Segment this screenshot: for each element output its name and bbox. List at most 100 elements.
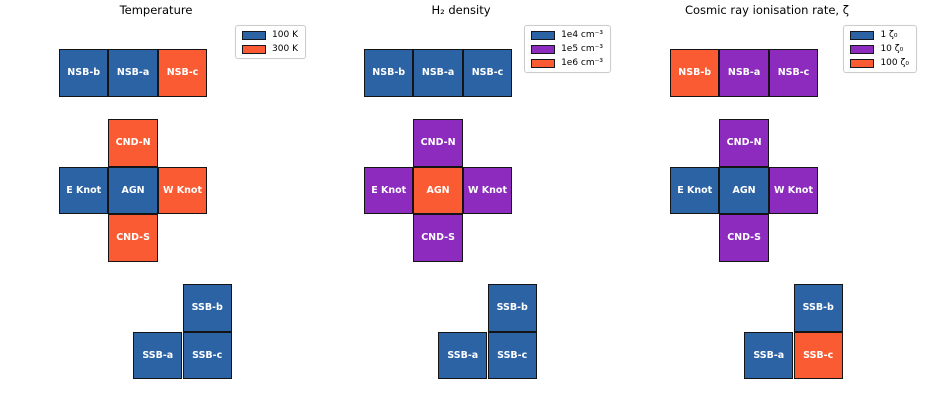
box-agn: AGN bbox=[413, 166, 463, 214]
box-label: CND-S bbox=[421, 232, 455, 244]
box-ssb-b: SSB-b bbox=[793, 284, 843, 332]
box-w-knot: W Knot bbox=[157, 166, 208, 214]
box-ssb-c: SSB-c bbox=[793, 331, 843, 379]
legend-swatch-orange bbox=[850, 58, 875, 68]
box-cnd-n: CND-N bbox=[719, 119, 769, 167]
box-cnd-s: CND-S bbox=[413, 214, 463, 262]
legend-item: 1e4 cm⁻³ bbox=[531, 30, 603, 40]
legend: 1 ζ₀ 10 ζ₀ 100 ζ₀ bbox=[843, 25, 917, 73]
box-label: SSB-b bbox=[802, 302, 834, 314]
box-label: NSB-b bbox=[678, 67, 712, 79]
legend-label: 10 ζ₀ bbox=[880, 44, 904, 54]
box-label: NSB-c bbox=[777, 67, 810, 79]
box-label: W Knot bbox=[468, 184, 507, 196]
box-label: W Knot bbox=[774, 184, 813, 196]
box-label: AGN bbox=[426, 184, 450, 196]
box-ssb-a: SSB-a bbox=[133, 331, 183, 379]
box-e-knot: E Knot bbox=[670, 166, 720, 214]
legend-label: 1e4 cm⁻³ bbox=[561, 30, 603, 40]
legend-swatch-blue bbox=[531, 30, 556, 40]
box-label: NSB-a bbox=[727, 67, 761, 79]
box-nsb-c: NSB-c bbox=[462, 49, 513, 97]
box-label: E Knot bbox=[371, 184, 407, 196]
box-nsb-c: NSB-c bbox=[157, 49, 208, 97]
legend-label: 100 K bbox=[272, 30, 298, 40]
legend-label: 1e6 cm⁻³ bbox=[561, 58, 603, 68]
box-ssb-a: SSB-a bbox=[744, 331, 794, 379]
legend-item: 100 ζ₀ bbox=[850, 58, 909, 68]
box-label: CND-N bbox=[726, 137, 762, 149]
box-ssb-a: SSB-a bbox=[438, 331, 488, 379]
legend-label: 1 ζ₀ bbox=[880, 30, 898, 40]
box-nsb-a: NSB-a bbox=[719, 49, 769, 97]
legend-label: 1e5 cm⁻³ bbox=[561, 44, 603, 54]
panel-h2-density: H₂ density 1e4 cm⁻³ 1e5 cm⁻³ 1e6 cm⁻³ NSB-… bbox=[305, 0, 617, 412]
legend: 1e4 cm⁻³ 1e5 cm⁻³ 1e6 cm⁻³ bbox=[524, 25, 611, 73]
box-w-knot: W Knot bbox=[462, 166, 513, 214]
box-nsb-a: NSB-a bbox=[108, 49, 158, 97]
legend-swatch-purple bbox=[531, 44, 556, 54]
box-ssb-c: SSB-c bbox=[182, 331, 232, 379]
legend-item: 1e5 cm⁻³ bbox=[531, 44, 603, 54]
legend-item: 1e6 cm⁻³ bbox=[531, 58, 603, 68]
box-nsb-b: NSB-b bbox=[364, 49, 414, 97]
box-cnd-s: CND-S bbox=[108, 214, 158, 262]
box-label: E Knot bbox=[677, 184, 713, 196]
box-cnd-n: CND-N bbox=[413, 119, 463, 167]
box-w-knot: W Knot bbox=[768, 166, 819, 214]
legend-swatch-blue bbox=[850, 30, 875, 40]
box-label: SSB-b bbox=[191, 302, 223, 314]
box-label: SSB-a bbox=[447, 349, 479, 361]
box-label: NSB-c bbox=[471, 67, 504, 79]
box-nsb-b: NSB-b bbox=[670, 49, 720, 97]
legend-label: 300 K bbox=[272, 44, 298, 54]
legend-item: 300 K bbox=[242, 44, 298, 54]
box-agn: AGN bbox=[719, 166, 769, 214]
box-ssb-b: SSB-b bbox=[182, 284, 232, 332]
box-label: NSB-a bbox=[421, 67, 455, 79]
box-cnd-s: CND-S bbox=[719, 214, 769, 262]
box-nsb-b: NSB-b bbox=[59, 49, 109, 97]
legend-swatch-blue bbox=[242, 30, 267, 40]
legend: 100 K 300 K bbox=[235, 25, 306, 59]
box-label: SSB-a bbox=[753, 349, 785, 361]
box-label: W Knot bbox=[163, 184, 202, 196]
panel-title: Cosmic ray ionisation rate, ζ bbox=[684, 3, 850, 17]
box-label: NSB-b bbox=[372, 67, 406, 79]
box-nsb-c: NSB-c bbox=[768, 49, 819, 97]
box-label: CND-N bbox=[420, 137, 456, 149]
box-label: CND-S bbox=[116, 232, 150, 244]
legend-label: 100 ζ₀ bbox=[880, 58, 909, 68]
box-label: NSB-c bbox=[166, 67, 199, 79]
box-label: AGN bbox=[121, 184, 145, 196]
legend-item: 100 K bbox=[242, 30, 298, 40]
box-label: NSB-a bbox=[116, 67, 150, 79]
panel-title: Temperature bbox=[119, 3, 193, 17]
box-label: SSB-c bbox=[803, 349, 834, 361]
box-label: SSB-b bbox=[496, 302, 528, 314]
legend-swatch-purple bbox=[850, 44, 875, 54]
legend-item: 10 ζ₀ bbox=[850, 44, 909, 54]
box-label: SSB-c bbox=[497, 349, 528, 361]
panel-title: H₂ density bbox=[431, 3, 491, 17]
box-ssb-b: SSB-b bbox=[487, 284, 537, 332]
legend-swatch-orange bbox=[242, 44, 267, 54]
box-label: SSB-c bbox=[192, 349, 223, 361]
box-label: CND-N bbox=[115, 137, 151, 149]
legend-item: 1 ζ₀ bbox=[850, 30, 909, 40]
legend-swatch-orange bbox=[531, 58, 556, 68]
box-e-knot: E Knot bbox=[59, 166, 109, 214]
box-label: AGN bbox=[732, 184, 756, 196]
box-agn: AGN bbox=[108, 166, 158, 214]
box-ssb-c: SSB-c bbox=[487, 331, 537, 379]
box-label: E Knot bbox=[66, 184, 102, 196]
box-cnd-n: CND-N bbox=[108, 119, 158, 167]
box-label: SSB-a bbox=[142, 349, 174, 361]
box-e-knot: E Knot bbox=[364, 166, 414, 214]
